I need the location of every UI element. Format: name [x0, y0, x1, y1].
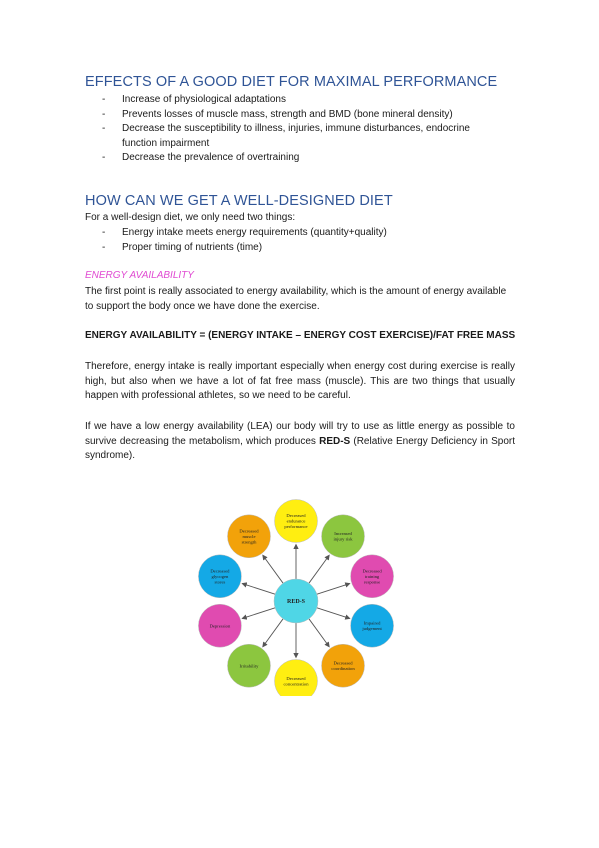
diagram-node: Depression	[198, 603, 242, 648]
node-label: glycogen	[211, 574, 229, 579]
node-label: response	[364, 579, 380, 584]
node-label: endurance	[287, 519, 306, 524]
node-label: Decreased	[286, 676, 306, 681]
node-label: Increased	[334, 531, 352, 536]
node-label: Decreased	[239, 528, 259, 533]
energy-paragraph-3: If we have a low energy availability (LE…	[85, 420, 515, 464]
red-s-term: RED-S	[319, 435, 351, 447]
node-label: Irritability	[240, 663, 260, 668]
node-circle	[350, 554, 394, 599]
list-item: Decrease the susceptibility to illness, …	[100, 122, 502, 151]
section-heading-diet: HOW CAN WE GET A WELL-DESIGNED DIET	[85, 193, 393, 209]
list-item: Energy intake meets energy requirements …	[100, 226, 387, 241]
center-label: RED-S	[287, 599, 306, 605]
diagram-arrow	[262, 554, 284, 584]
node-label: stores	[215, 579, 226, 584]
node-label: muscle	[242, 534, 255, 539]
node-label: Depression	[210, 623, 231, 628]
list-item: Proper timing of nutrients (time)	[100, 241, 387, 256]
node-circle	[274, 659, 318, 696]
center-circle	[273, 578, 319, 624]
node-circle	[350, 603, 394, 648]
node-label: training	[365, 574, 380, 579]
diagram-arrow	[316, 607, 351, 620]
diet-bullet-list: Energy intake meets energy requirements …	[100, 226, 387, 255]
diet-intro: For a well-design diet, we only need two…	[85, 212, 296, 223]
energy-formula: ENERGY AVAILABILITY = (ENERGY INTAKE – E…	[85, 330, 516, 341]
node-label: injury risk	[334, 537, 354, 542]
diagram-arrow	[308, 554, 330, 584]
list-item: Decrease the prevalence of overtraining	[100, 151, 502, 166]
energy-paragraph-2: Therefore, energy intake is really impor…	[85, 361, 515, 402]
node-label: concentration	[284, 681, 310, 686]
diagram-arrow	[241, 607, 276, 620]
diagram-node: Irritability	[227, 643, 271, 688]
paragraph-text: (Relative Energy Deficiency in Sport syn…	[85, 435, 515, 462]
energy-paragraph-1: The first point is really associated to …	[85, 286, 507, 312]
diagram-arrow	[308, 618, 330, 648]
node-circle	[274, 499, 318, 543]
diagram-arrow	[241, 582, 276, 595]
node-label: Decreased	[363, 568, 383, 573]
node-circle	[321, 514, 365, 559]
list-item: Prevents losses of muscle mass, strength…	[100, 108, 502, 123]
energy-availability-subtitle: ENERGY AVAILABILITY	[85, 270, 194, 281]
node-circle	[321, 643, 365, 688]
section-heading-effects: EFFECTS OF A GOOD DIET FOR MAXIMAL PERFO…	[85, 74, 498, 90]
list-item: Increase of physiological adaptations	[100, 93, 502, 108]
node-label: judgement	[361, 626, 382, 631]
node-circle	[198, 603, 242, 648]
node-label: strength	[242, 539, 258, 544]
effects-bullet-list: Increase of physiological adaptations Pr…	[100, 93, 502, 166]
node-circle	[227, 643, 271, 688]
diagram-arrow	[316, 582, 351, 595]
node-label: Decreased	[286, 513, 306, 518]
node-label: performance	[284, 524, 307, 529]
paragraph-text: If we have a low energy availability (LE…	[85, 421, 515, 447]
node-label: Decreased	[333, 661, 353, 666]
node-circle	[227, 514, 271, 559]
red-s-diagram: DecreasedenduranceperformanceIncreasedin…	[198, 499, 394, 696]
node-label: Decreased	[210, 568, 230, 573]
node-label: coordination	[331, 666, 355, 671]
diagram-arrow	[262, 618, 284, 648]
node-label: Impaired	[364, 621, 381, 626]
node-circle	[198, 554, 242, 599]
